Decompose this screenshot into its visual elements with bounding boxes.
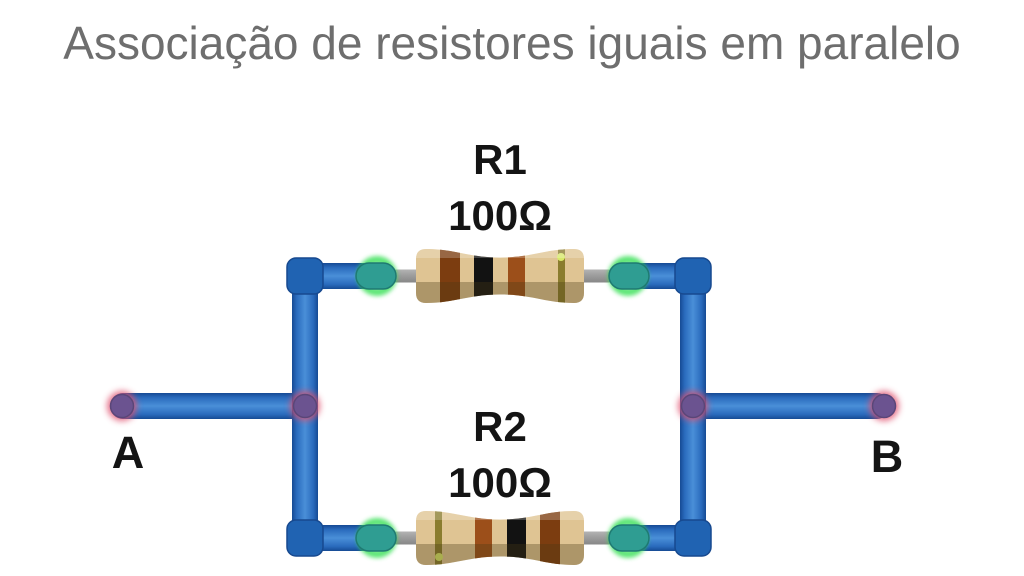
- resistor-r2-band-2: [507, 511, 526, 565]
- resistor-r2-highlight: [416, 511, 584, 520]
- resistor-r2: [416, 511, 584, 565]
- resistor-r2-value: 100Ω: [448, 459, 552, 506]
- connector-bottom-right: [608, 518, 650, 558]
- connector-top-left: [355, 256, 397, 296]
- connector-bottom-left: [355, 518, 397, 558]
- junction-dot-right: [678, 391, 708, 421]
- wire-terminal-a: [110, 393, 310, 419]
- dot-core-icon: [292, 393, 318, 419]
- resistor-r1-band-1: [440, 249, 460, 303]
- figure-title: Associação de resistores iguais em paral…: [63, 17, 961, 69]
- resistor-r2-shade: [416, 544, 584, 565]
- corner-top-left: [286, 257, 324, 295]
- connector-top-right: [608, 256, 650, 296]
- resistor-r1-band-4: [558, 249, 565, 303]
- connector-cap: [608, 262, 650, 290]
- resistor-r1-label: R1 100Ω: [398, 132, 602, 244]
- resistor-r2-band-3: [475, 511, 492, 565]
- terminal-dot-b: [869, 391, 899, 421]
- resistor-r2-glint: [435, 553, 443, 561]
- junction-dot-left: [290, 391, 320, 421]
- dot-core-icon: [680, 393, 706, 419]
- corner-bottom-left: [286, 519, 324, 557]
- resistor-r2-label: R2 100Ω: [398, 399, 602, 511]
- corner-bottom-right: [674, 519, 712, 557]
- resistor-r1-band-3: [508, 249, 525, 303]
- resistor-r2-band-4: [435, 511, 442, 565]
- terminal-dot-a: [107, 391, 137, 421]
- dot-core-icon: [109, 393, 135, 419]
- resistor-r1-shade: [416, 282, 584, 303]
- resistor-r1-name: R1: [473, 136, 527, 183]
- corner-top-right: [674, 257, 712, 295]
- resistor-r2-band-1: [540, 511, 560, 565]
- resistor-r2-name: R2: [473, 403, 527, 450]
- dot-core-icon: [871, 393, 897, 419]
- resistor-r1-highlight: [416, 249, 584, 258]
- connector-cap: [355, 524, 397, 552]
- resistor-r1-glint: [557, 253, 565, 261]
- connector-cap: [608, 524, 650, 552]
- terminal-a-label: A: [111, 427, 145, 478]
- terminal-b-label: B: [870, 431, 904, 482]
- resistor-r1-value: 100Ω: [448, 192, 552, 239]
- wire-terminal-b: [684, 393, 890, 419]
- resistor-r1: [416, 249, 584, 303]
- connector-cap: [355, 262, 397, 290]
- resistor-r1-band-2: [474, 249, 493, 303]
